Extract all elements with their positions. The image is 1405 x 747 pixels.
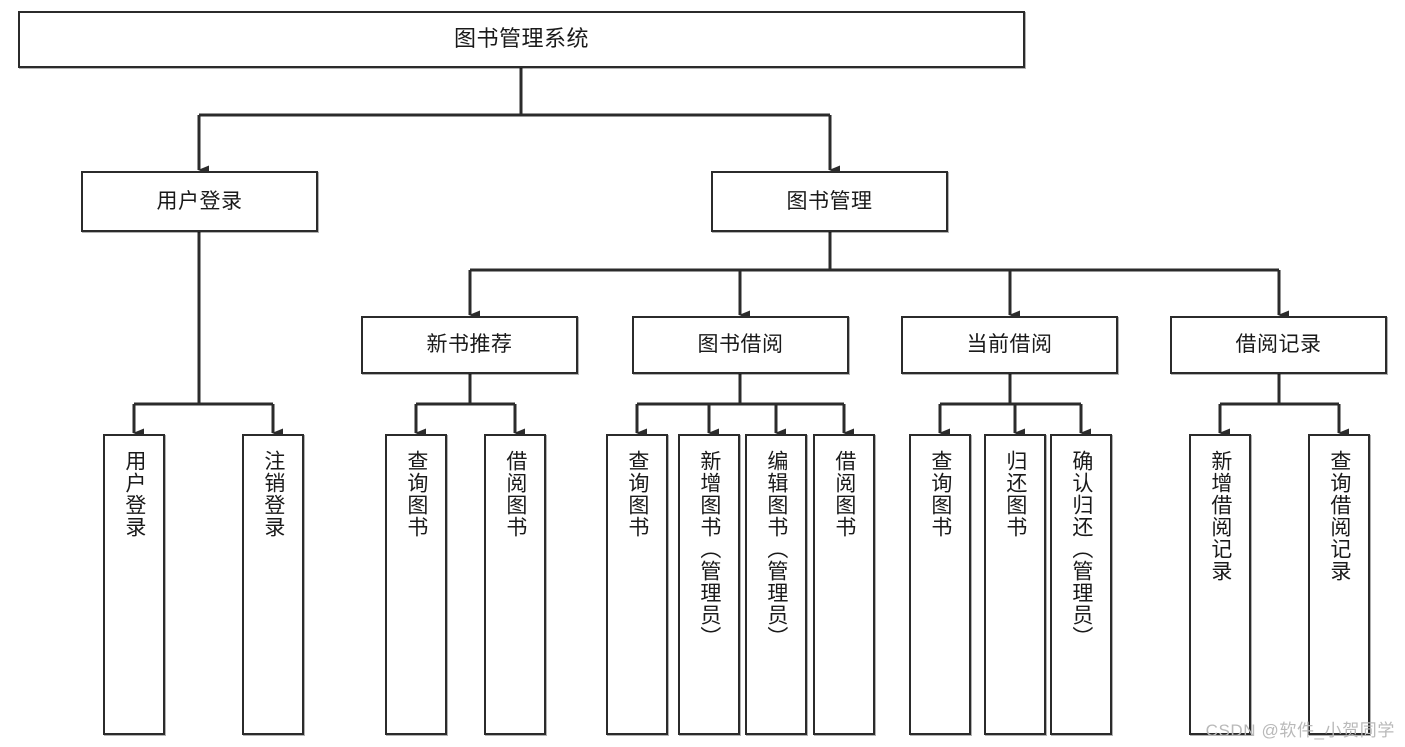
node-book-manage[interactable]: 图书管理 xyxy=(711,171,948,232)
node-label: 查询图书 xyxy=(625,450,649,538)
node-leaf-confirm-return-admin[interactable]: 确认归还（管理员） xyxy=(1050,434,1112,735)
node-label: 当前借阅 xyxy=(966,333,1053,357)
node-leaf-borrow-book[interactable]: 借阅图书 xyxy=(813,434,875,735)
node-user-login[interactable]: 用户登录 xyxy=(81,171,318,232)
node-leaf-query-book-borrow[interactable]: 查询图书 xyxy=(606,434,668,735)
node-borrow-record[interactable]: 借阅记录 xyxy=(1170,316,1387,374)
node-new-book-recommend[interactable]: 新书推荐 xyxy=(361,316,578,374)
node-label: 借阅图书 xyxy=(832,450,856,538)
node-label: 图书管理系统 xyxy=(453,26,589,52)
node-label: 确认归还（管理员） xyxy=(1069,450,1093,648)
node-leaf-user-login[interactable]: 用户登录 xyxy=(103,434,165,735)
node-label: 图书借阅 xyxy=(697,333,784,357)
node-label: 用户登录 xyxy=(122,450,146,538)
node-leaf-query-book-current[interactable]: 查询图书 xyxy=(909,434,971,735)
node-leaf-add-borrow-record[interactable]: 新增借阅记录 xyxy=(1189,434,1251,735)
node-root[interactable]: 图书管理系统 xyxy=(18,11,1025,68)
node-current-borrow[interactable]: 当前借阅 xyxy=(901,316,1118,374)
node-label: 新书推荐 xyxy=(426,333,513,357)
node-label: 查询借阅记录 xyxy=(1327,450,1351,582)
node-leaf-edit-book-admin[interactable]: 编辑图书（管理员） xyxy=(745,434,807,735)
node-label: 查询图书 xyxy=(928,450,952,538)
node-leaf-borrow-book-rec[interactable]: 借阅图书 xyxy=(484,434,546,735)
csdn-watermark: CSDN @软件_小贺同学 xyxy=(1205,721,1395,740)
node-label: 借阅记录 xyxy=(1235,333,1322,357)
node-label: 图书管理 xyxy=(786,189,873,213)
connector-edges xyxy=(132,68,1349,438)
node-leaf-add-book-admin[interactable]: 新增图书（管理员） xyxy=(678,434,740,735)
node-label: 注销登录 xyxy=(261,450,285,538)
node-label: 查询图书 xyxy=(404,450,428,538)
node-leaf-query-book-rec[interactable]: 查询图书 xyxy=(385,434,447,735)
node-label: 借阅图书 xyxy=(503,450,527,538)
node-label: 归还图书 xyxy=(1003,450,1027,538)
node-label: 编辑图书（管理员） xyxy=(764,450,788,648)
node-label: 新增借阅记录 xyxy=(1208,450,1232,582)
node-leaf-logout[interactable]: 注销登录 xyxy=(242,434,304,735)
node-leaf-return-book[interactable]: 归还图书 xyxy=(984,434,1046,735)
node-book-borrow[interactable]: 图书借阅 xyxy=(632,316,849,374)
node-label: 新增图书（管理员） xyxy=(697,450,721,648)
node-label: 用户登录 xyxy=(156,189,243,213)
node-leaf-query-borrow-record[interactable]: 查询借阅记录 xyxy=(1308,434,1370,735)
